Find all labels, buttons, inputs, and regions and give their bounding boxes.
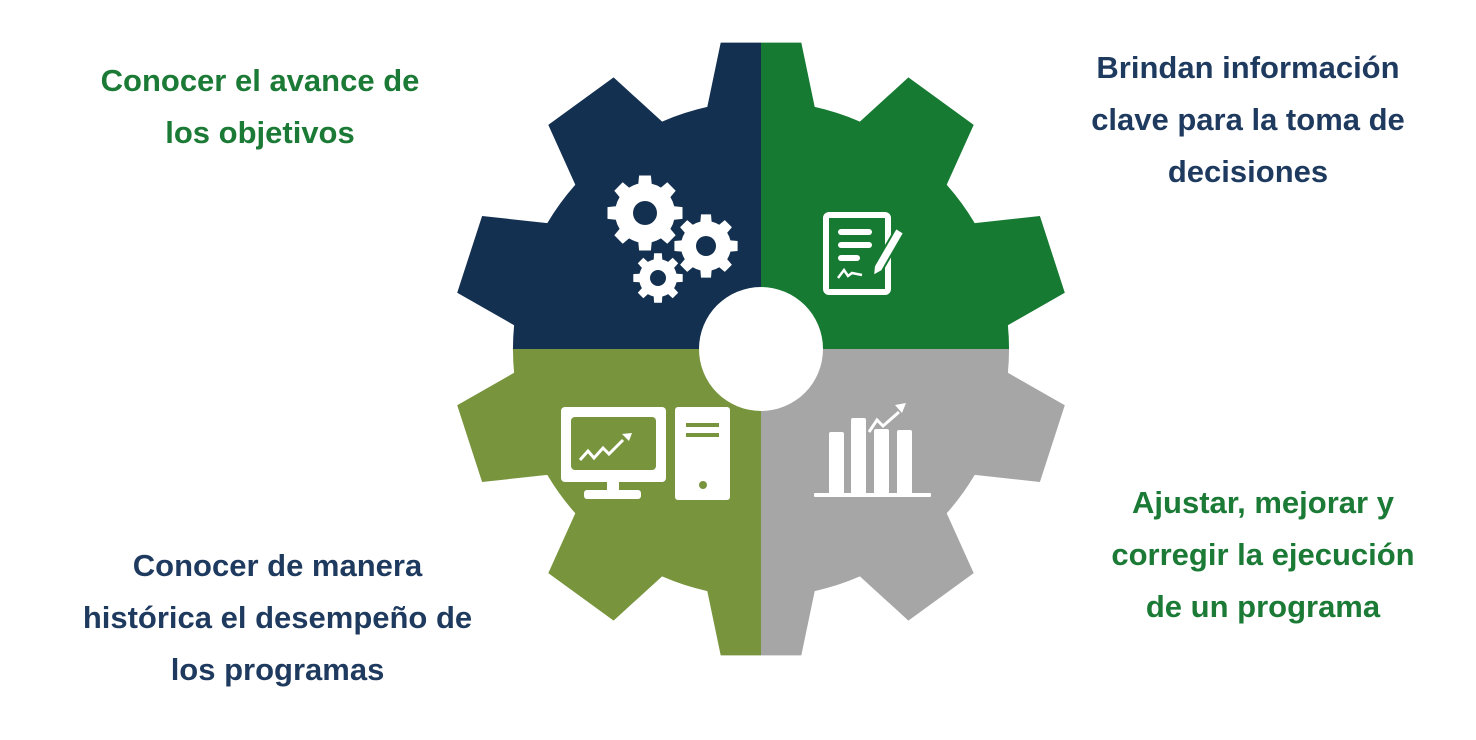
label-line: clave para la toma de — [1091, 102, 1405, 137]
gear-hole — [699, 287, 823, 411]
label-line: Conocer de manera — [132, 548, 423, 583]
label-line: los programas — [170, 652, 385, 687]
quadrant-bottom-right — [761, 349, 1065, 656]
quadrant-top-left — [457, 42, 761, 349]
label-top-left: Conocer el avance de los objetivos — [60, 55, 460, 159]
label-line: corregir la ejecución — [1111, 537, 1415, 572]
label-line: Conocer el avance de — [100, 63, 420, 98]
label-line: histórica el desempeño de — [82, 600, 473, 635]
bar-chart-growth-icon — [814, 403, 931, 497]
label-line: de un programa — [1145, 589, 1381, 624]
label-line: Ajustar, mejorar y — [1132, 485, 1394, 520]
gear-icon-hole — [696, 236, 716, 256]
signed-document-icon — [823, 212, 906, 295]
label-top-right: Brindan información clave para la toma d… — [1048, 42, 1448, 198]
label-line: los objetivos — [165, 115, 355, 150]
quadrant-bottom-left — [457, 349, 761, 656]
label-line: decisiones — [1167, 154, 1329, 189]
gear-icon-hole — [633, 201, 657, 225]
label-bottom-left: Conocer de manera histórica el desempeño… — [50, 540, 505, 696]
gears-icon — [607, 175, 738, 303]
computer-chart-icon — [561, 407, 730, 500]
label-bottom-right: Ajustar, mejorar y corregir la ejecución… — [1063, 477, 1463, 633]
label-line: Brindan información — [1096, 50, 1400, 85]
quadrant-top-right — [761, 42, 1065, 349]
gear-icon-hole — [650, 270, 666, 286]
